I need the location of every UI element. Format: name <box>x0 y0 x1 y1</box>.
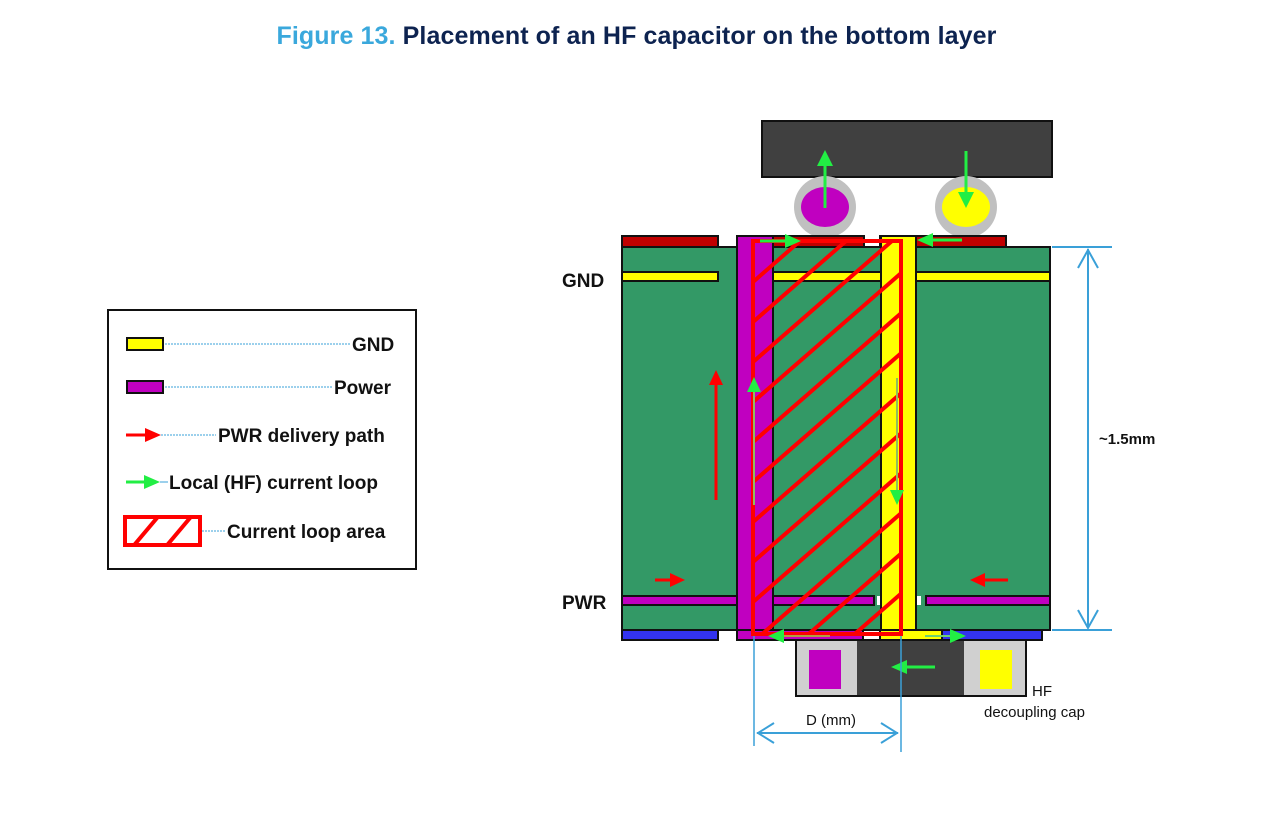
green-arrow-head <box>747 377 761 392</box>
green-arrow-head <box>817 150 833 166</box>
pcb-core <box>621 246 1051 631</box>
legend: GND Power PWR delivery path Local (HF) c… <box>107 309 417 570</box>
hf-decoupling-capacitor <box>795 639 1027 697</box>
red-arrow-head <box>709 370 723 385</box>
pwr-delivery-arrows <box>655 370 1008 587</box>
gnd-swatch <box>126 337 164 351</box>
dim-arrow-left <box>756 722 775 744</box>
cap-terminal-power <box>809 650 841 689</box>
green-arrow-head <box>958 192 974 208</box>
legend-label-hf-loop: Local (HF) current loop <box>169 473 378 494</box>
legend-item-hf-loop: Local (HF) current loop <box>126 473 378 494</box>
gnd-plane-left <box>621 271 719 282</box>
ic-body <box>761 120 1053 178</box>
dim-arrow-up <box>1077 247 1099 269</box>
dim-arrow-right <box>880 722 899 744</box>
thickness-label: ~1.5mm <box>1099 431 1155 448</box>
ic-package <box>761 120 1053 238</box>
gnd-layer-label: GND <box>562 271 604 292</box>
bottom-copper-left <box>621 629 719 641</box>
pwr-plane-right <box>925 595 1051 606</box>
distance-dimension: D (mm) <box>753 636 902 752</box>
legend-item-power: Power <box>126 378 392 399</box>
green-arrow-head <box>950 629 966 643</box>
hatch-box-frame <box>123 515 202 547</box>
legend-item-loop-area: Current loop area <box>123 515 386 547</box>
distance-label: D (mm) <box>806 712 856 729</box>
gnd-plane-mid <box>772 271 882 282</box>
legend-label-pwr-path: PWR delivery path <box>218 426 385 447</box>
loop-hatching <box>753 241 901 634</box>
hf-loop-arrows <box>747 150 974 674</box>
cap-terminal-gnd <box>980 650 1012 689</box>
current-loop-area <box>751 239 903 636</box>
green-arrow-head <box>917 233 933 247</box>
figure-number: Figure 13. <box>276 22 396 50</box>
green-arrow-head <box>144 475 160 489</box>
red-arrow-head <box>145 428 161 442</box>
dim-arrow-down <box>1077 609 1099 631</box>
top-copper-left <box>621 235 719 248</box>
power-swatch <box>126 380 164 394</box>
legend-item-gnd: GND <box>126 335 394 356</box>
cap-label-hf: HF <box>1032 683 1052 700</box>
legend-label-loop-area: Current loop area <box>227 522 386 543</box>
pwr-layer-label: PWR <box>562 593 607 614</box>
red-arrow-head <box>670 573 685 587</box>
legend-label-power: Power <box>334 378 392 399</box>
red-arrow-head <box>970 573 985 587</box>
green-arrow-head <box>890 490 904 505</box>
figure-title: Figure 13. Placement of an HF capacitor … <box>0 22 1273 51</box>
legend-item-pwr-path: PWR delivery path <box>126 426 385 447</box>
gnd-plane-right <box>915 271 1051 282</box>
cap-label-decoupling: decoupling cap <box>984 704 1085 721</box>
green-arrow-head <box>768 629 784 643</box>
green-arrow-head <box>891 660 907 674</box>
antipad <box>916 596 921 605</box>
thickness-dimension: ~1.5mm <box>1052 246 1155 631</box>
figure-caption: Placement of an HF capacitor on the bott… <box>402 22 997 50</box>
legend-frame <box>107 309 417 570</box>
legend-label-gnd: GND <box>352 335 394 356</box>
antipad <box>877 596 882 605</box>
green-arrow-head <box>785 234 801 248</box>
